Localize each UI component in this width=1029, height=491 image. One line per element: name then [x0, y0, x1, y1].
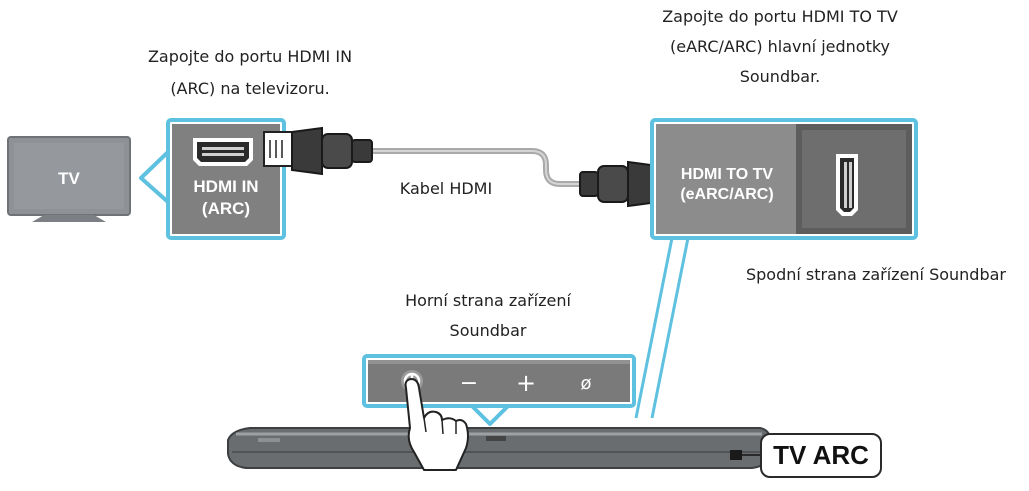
volume-up-button: + [516, 369, 536, 397]
tv-port-caption: Zapojte do portu HDMI IN (ARC) na televi… [90, 44, 410, 101]
top-side-caption: Horní strana zařízení Soundbar [358, 288, 618, 343]
soundbar-icon [227, 427, 771, 469]
tv-label: TV [58, 169, 80, 188]
cable-caption: Kabel HDMI [376, 176, 516, 201]
cable-caption-text: Kabel HDMI [399, 179, 493, 198]
bottom-side-caption-text: Spodní strana zařízení Soundbar [745, 265, 1006, 284]
tv-arc-text: TV ARC [773, 440, 869, 470]
hdmi-to-tv-label-line1: HDMI TO TV [680, 166, 774, 183]
mic-button: ø [580, 373, 591, 394]
hdmi-to-tv-label: HDMI TO TV (eARC/ARC) [668, 165, 786, 205]
hdmi-in-port-icon [193, 138, 253, 166]
tv-icon [7, 136, 131, 222]
bottom-side-caption: Spodní strana zařízení Soundbar [726, 262, 1026, 287]
soundbar-port-caption: Zapojte do portu HDMI TO TV (eARC/ARC) h… [620, 4, 940, 89]
hand-icon [404, 378, 469, 471]
soundbar-port-caption-line2: (eARC/ARC) hlavní jednotky [669, 37, 891, 56]
hdmi-in-label-line1: HDMI IN [193, 177, 259, 196]
bottom-leader-line-2 [650, 237, 690, 419]
top-side-callout [362, 354, 636, 426]
hdmi-in-label-line2: (ARC) [201, 199, 251, 218]
top-side-caption-line2: Soundbar [449, 321, 527, 340]
hdmi-to-tv-port-icon [836, 154, 858, 216]
tv-arc-badge: TV ARC [760, 433, 882, 478]
bottom-leader-line [634, 237, 674, 419]
soundbar-port-caption-line1: Zapojte do portu HDMI TO TV [662, 7, 898, 26]
tv-port-caption-line2: (ARC) na televizoru. [170, 79, 330, 98]
tv-port-caption-line1: Zapojte do portu HDMI IN [147, 47, 353, 66]
hdmi-in-label: HDMI IN (ARC) [174, 176, 278, 220]
hdmi-to-tv-label-line2: (eARC/ARC) [680, 186, 774, 203]
top-side-caption-line1: Horní strana zařízení [405, 291, 571, 310]
soundbar-port-caption-line3: Soundbar. [739, 67, 821, 86]
volume-down-button: − [460, 371, 478, 396]
